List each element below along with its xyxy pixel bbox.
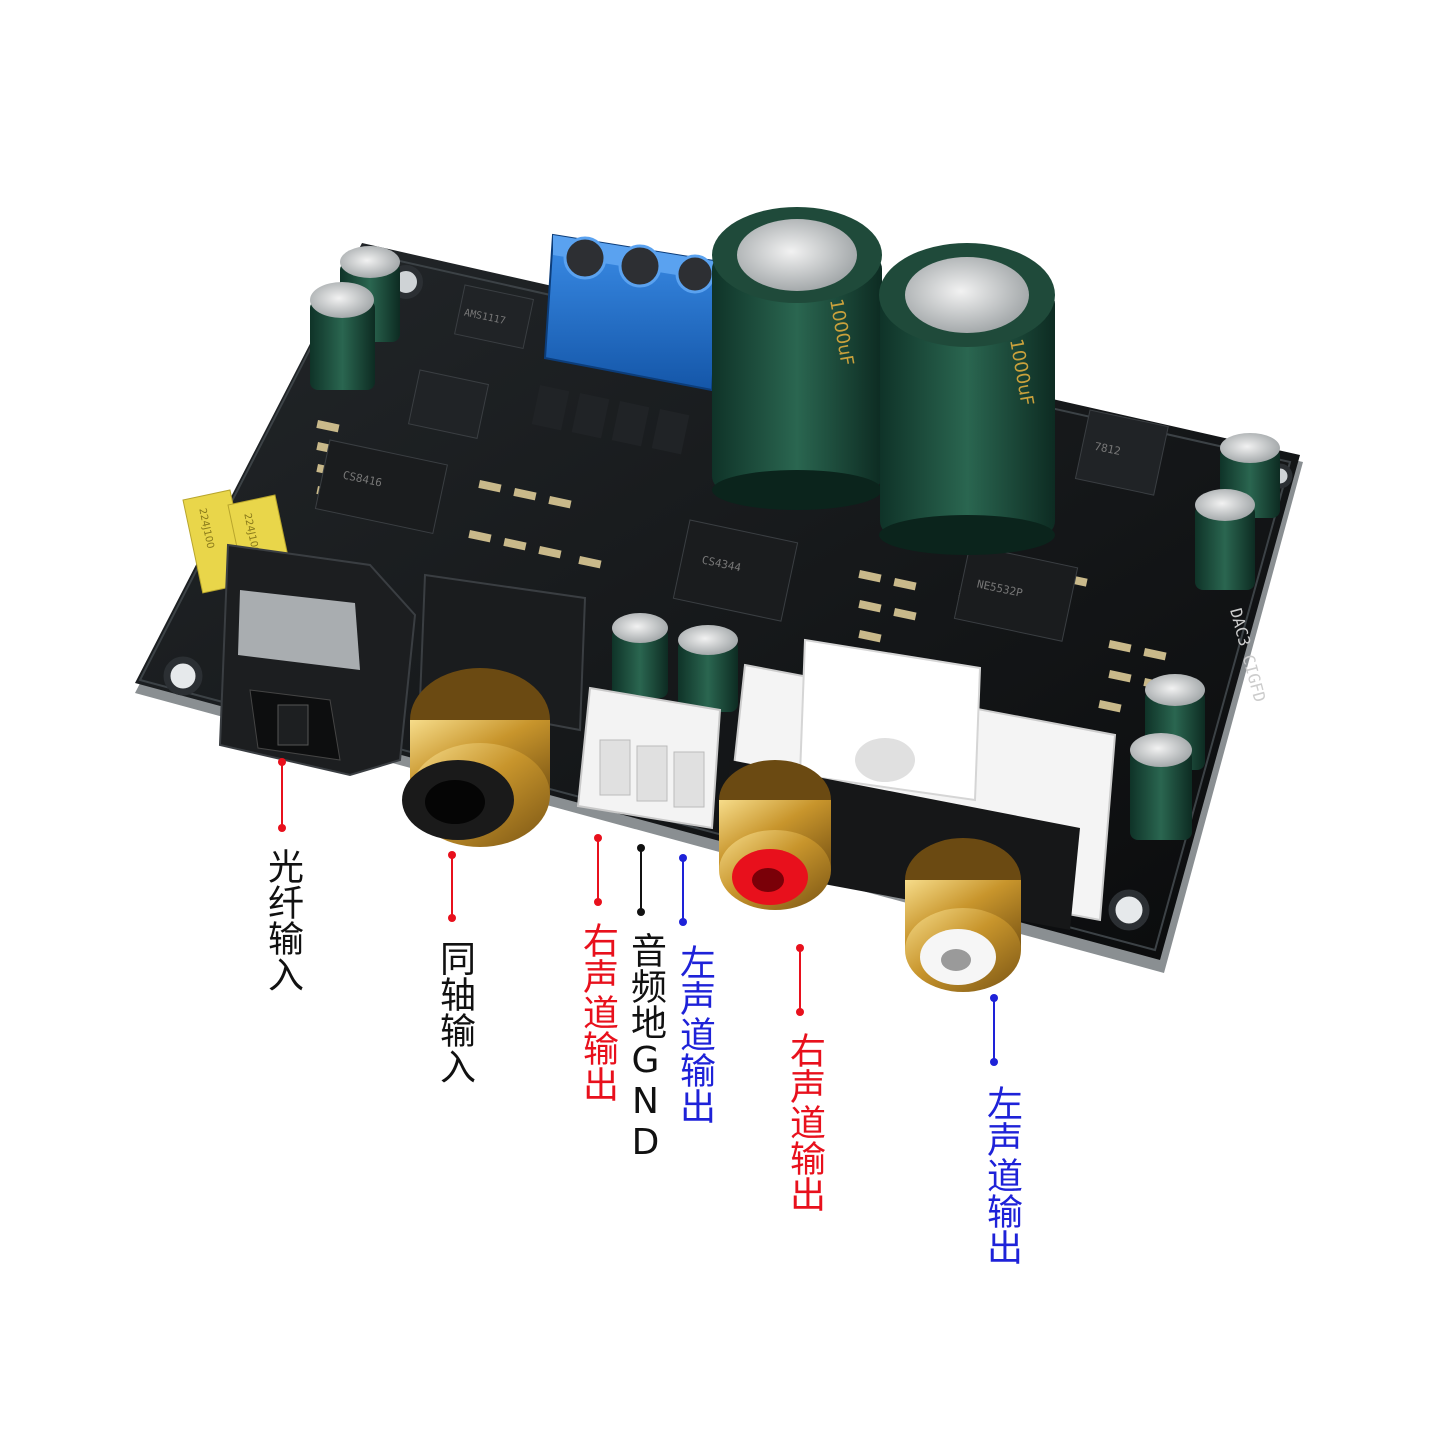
label-rca-left-channel: 左声道输出 [981,1085,1022,1265]
label-header-audio-gnd: 音频地GND [625,932,666,1163]
large-capacitor-right: 1000uF [879,243,1055,555]
large-capacitor-left: 1000uF [712,207,882,510]
label-coaxial-input: 同轴输入 [434,940,475,1084]
callout-header-gnd [637,844,645,916]
rca-left-output-jack [905,838,1021,992]
optical-input-jack [218,543,417,777]
ic-chips: CS8416 CS4344 NE5532P 7812 AMS1117 [314,284,1169,642]
label-rca-right-channel: 右声道输出 [784,1032,825,1212]
label-header-left-channel: 左声道输出 [674,944,715,1124]
label-header-right-channel: 右声道输出 [577,922,618,1102]
label-optical-input: 光纤输入 [262,848,303,992]
callout-header-right [594,834,602,906]
svg-text:7812: 7812 [1093,440,1122,458]
callout-rca-left [990,994,998,1066]
small-capacitors [310,246,1280,840]
audio-header-connector [576,686,722,830]
coaxial-input-jack [402,573,587,847]
callout-optical [278,758,286,832]
callout-header-left [679,854,687,926]
callout-coax [448,851,456,922]
rca-right-output-jack [719,760,831,910]
power-terminal-block [543,233,722,392]
callout-rca-right [796,944,804,1016]
